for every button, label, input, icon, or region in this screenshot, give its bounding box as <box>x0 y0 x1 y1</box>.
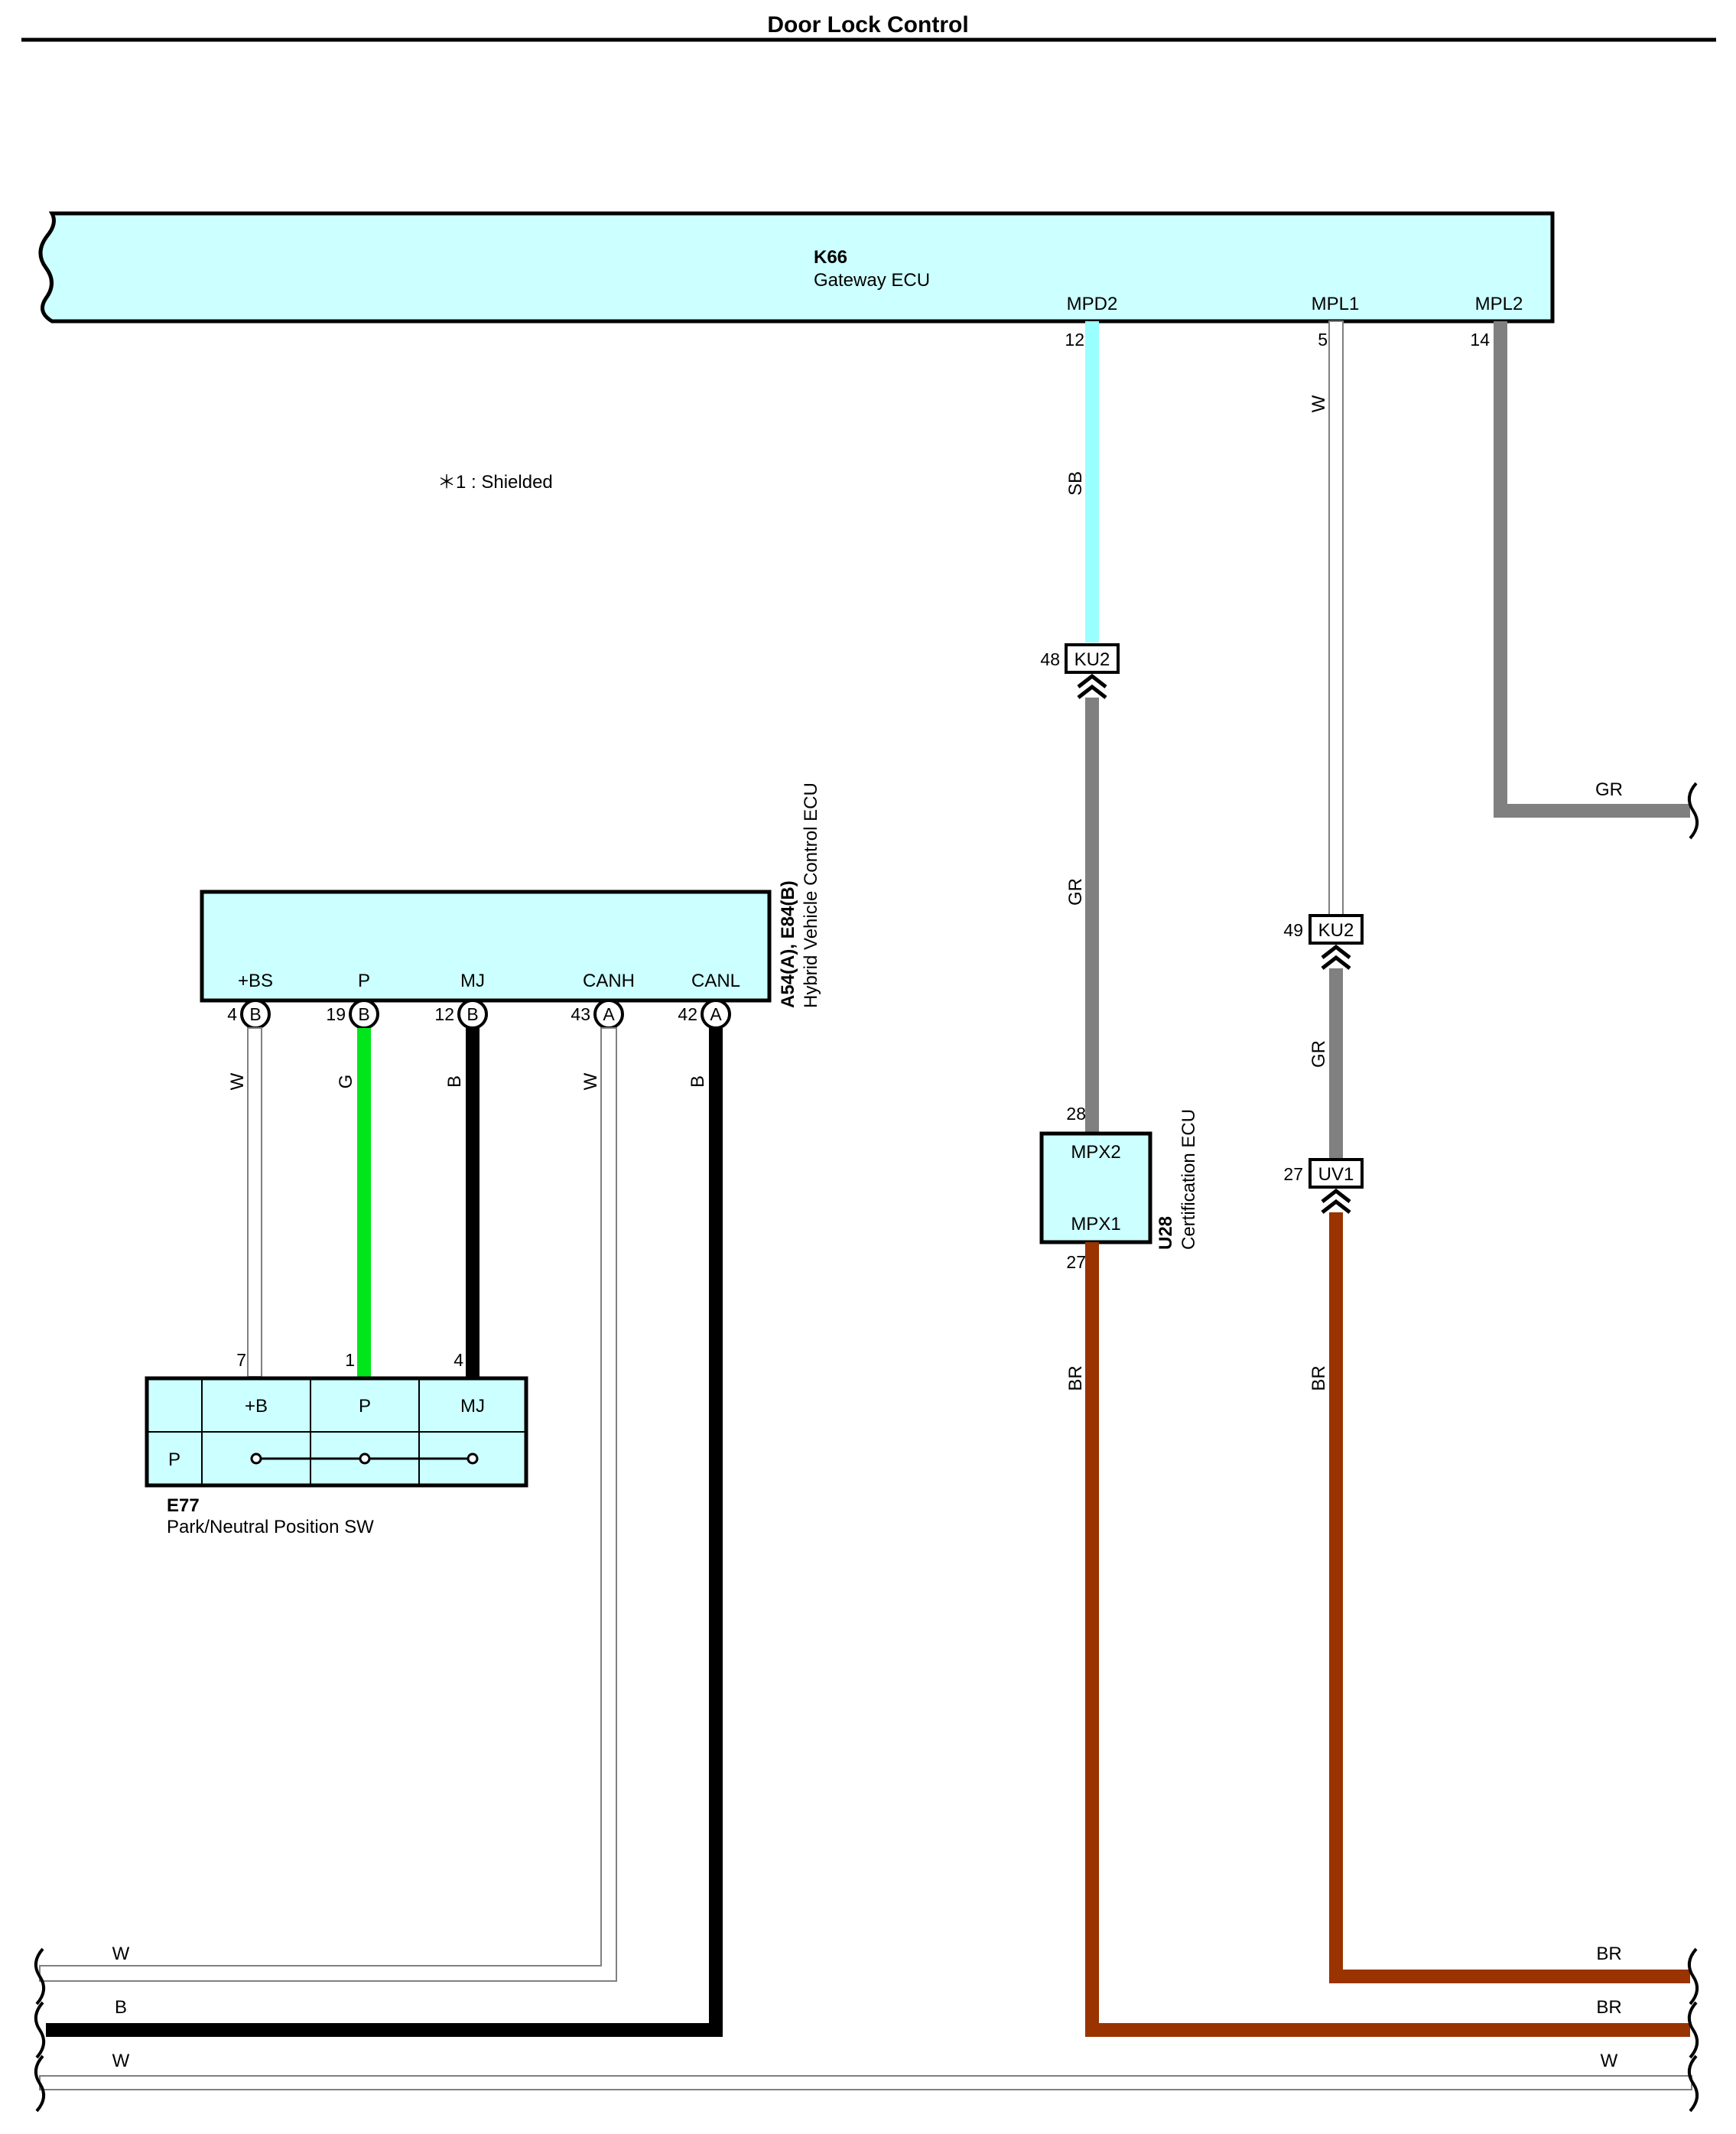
park-switch-row-label: P <box>168 1449 180 1470</box>
junction-ku2-48-chevron-2 <box>1077 684 1107 699</box>
park-switch-header-b: +B <box>245 1396 268 1417</box>
park-switch-contact-2 <box>359 1452 371 1465</box>
gateway-pin-mpd2: MPD2 <box>1067 294 1118 314</box>
hybrid-pin-canl: CANL <box>691 971 740 991</box>
park-switch-contact-3 <box>467 1452 479 1465</box>
wire-break-right-2 <box>1687 2001 1699 2059</box>
certification-ecu-code: U28 <box>1156 1216 1176 1250</box>
park-switch-header-p: P <box>359 1396 371 1417</box>
park-switch-pin-num-1: 1 <box>345 1350 355 1370</box>
park-switch-pin-num-4: 4 <box>454 1350 463 1370</box>
certification-pin-num-27: 27 <box>1066 1252 1086 1272</box>
hybrid-connector-mj-letter: B <box>467 1004 478 1024</box>
wire-label-ku2-uv1: GR <box>1309 1040 1329 1068</box>
certification-pin-mpx1: MPX1 <box>1071 1214 1120 1235</box>
wire-break-left-3 <box>34 2054 46 2113</box>
junction-ku2-49 <box>1309 914 1364 945</box>
wire-label-ku2-cert: GR <box>1065 878 1086 906</box>
wire-label-bottom-left-1: W <box>112 1944 130 1964</box>
wire-label-hv-bs: W <box>227 1072 248 1090</box>
hybrid-pin-num-42: 42 <box>678 1004 697 1024</box>
hybrid-pin-num-4: 4 <box>227 1004 237 1024</box>
junction-uv1-27-num: 27 <box>1283 1164 1303 1184</box>
hybrid-pin-num-19: 19 <box>326 1004 346 1024</box>
park-switch-pin-num-7: 7 <box>236 1350 246 1370</box>
diagram-title: Door Lock Control <box>767 12 968 37</box>
wire-label-cert-out: BR <box>1065 1365 1086 1391</box>
wire-bottom-through-w <box>39 2075 1692 2090</box>
hybrid-ecu-code: A54(A), E84(B) <box>778 880 798 1008</box>
hybrid-pin-bs: +BS <box>238 971 273 991</box>
junction-ku2-48 <box>1065 643 1120 674</box>
junction-ku2-49-chevron-1 <box>1321 944 1351 959</box>
hybrid-connector-p-letter: B <box>358 1004 369 1024</box>
hybrid-ecu-name: Hybrid Vehicle Control ECU <box>801 782 821 1008</box>
certification-pin-mpx2: MPX2 <box>1071 1142 1120 1163</box>
hybrid-pin-mj: MJ <box>460 971 485 991</box>
hybrid-ecu-box <box>200 890 772 1003</box>
wire-hv-canh-w <box>39 1027 617 1982</box>
wire-mpl2-gr <box>1494 321 1690 818</box>
wire-label-hv-canh: W <box>580 1072 601 1090</box>
hybrid-connector-canh-letter: A <box>603 1004 615 1024</box>
park-switch-name: Park/Neutral Position SW <box>167 1517 374 1537</box>
wire-label-bottom-right-3: W <box>1601 2051 1618 2071</box>
wire-label-mpl1: W <box>1309 395 1329 412</box>
certification-pin-num-28: 28 <box>1066 1104 1086 1124</box>
hybrid-pin-p: P <box>358 971 370 991</box>
park-switch-header-mj: MJ <box>460 1396 485 1417</box>
junction-ku2-49-chevron-2 <box>1321 955 1351 970</box>
gateway-pin-mpl2: MPL2 <box>1475 294 1523 314</box>
junction-uv1-27-chevron-2 <box>1321 1199 1351 1214</box>
gateway-ecu-code: K66 <box>814 247 847 268</box>
wire-cert-out-br <box>1085 1242 1690 2037</box>
hybrid-pin-canh: CANH <box>583 971 635 991</box>
wire-mpl1-w <box>1328 320 1344 919</box>
gateway-pin-mpl1: MPL1 <box>1312 294 1360 314</box>
wire-label-bottom-left-3: W <box>112 2051 130 2071</box>
junction-ku2-49-num: 49 <box>1283 920 1303 940</box>
wire-hv-canl-b <box>46 1028 723 2037</box>
hybrid-pin-num-43: 43 <box>571 1004 590 1024</box>
park-switch-code: E77 <box>167 1495 200 1516</box>
gateway-pin-num-12: 12 <box>1065 330 1084 350</box>
hybrid-connector-bs-letter: B <box>249 1004 261 1024</box>
gateway-ecu-box <box>38 211 1555 324</box>
park-switch-contact-1 <box>250 1452 262 1465</box>
wire-mpl2-break <box>1687 782 1699 840</box>
certification-ecu-name: Certification ECU <box>1178 1109 1199 1250</box>
wire-label-hv-canl: B <box>688 1075 708 1088</box>
wire-label-uv1-out: BR <box>1309 1365 1329 1391</box>
junction-uv1-27 <box>1309 1158 1364 1189</box>
junction-uv1-27-chevron-1 <box>1321 1188 1351 1203</box>
wire-label-bottom-right-2: BR <box>1596 1997 1621 2018</box>
hybrid-connector-canl-letter: A <box>710 1004 722 1024</box>
wire-hv-bs-w <box>247 1027 262 1378</box>
wire-label-bottom-right-1: BR <box>1596 1944 1621 1964</box>
wire-break-right-3 <box>1687 2054 1699 2113</box>
gateway-ecu-name: Gateway ECU <box>814 270 930 291</box>
wire-break-left-1 <box>34 1947 46 2006</box>
wire-label-bottom-left-2: B <box>115 1997 127 2018</box>
junction-ku2-48-chevron-1 <box>1077 673 1107 688</box>
wire-label-hv-mj: B <box>444 1075 465 1088</box>
wire-label-hv-p: G <box>336 1075 356 1089</box>
hybrid-pin-num-12: 12 <box>434 1004 454 1024</box>
wire-break-left-2 <box>34 2001 46 2059</box>
junction-uv1-27-id: UV1 <box>1318 1164 1354 1185</box>
junction-ku2-48-id: KU2 <box>1074 649 1110 670</box>
junction-ku2-48-num: 48 <box>1040 649 1060 669</box>
junction-ku2-49-id: KU2 <box>1318 920 1354 941</box>
wire-uv1-out-br <box>1329 1212 1690 1983</box>
gateway-pin-num-5: 5 <box>1318 330 1328 350</box>
shielded-note: ＊1 : Shielded <box>437 472 553 493</box>
wire-break-right-1 <box>1687 1947 1699 2006</box>
certification-ecu-box <box>1039 1131 1152 1244</box>
wire-label-mpl2-out: GR <box>1595 779 1623 800</box>
wire-label-mpd2: SB <box>1065 471 1086 496</box>
gateway-pin-num-14: 14 <box>1470 330 1490 350</box>
